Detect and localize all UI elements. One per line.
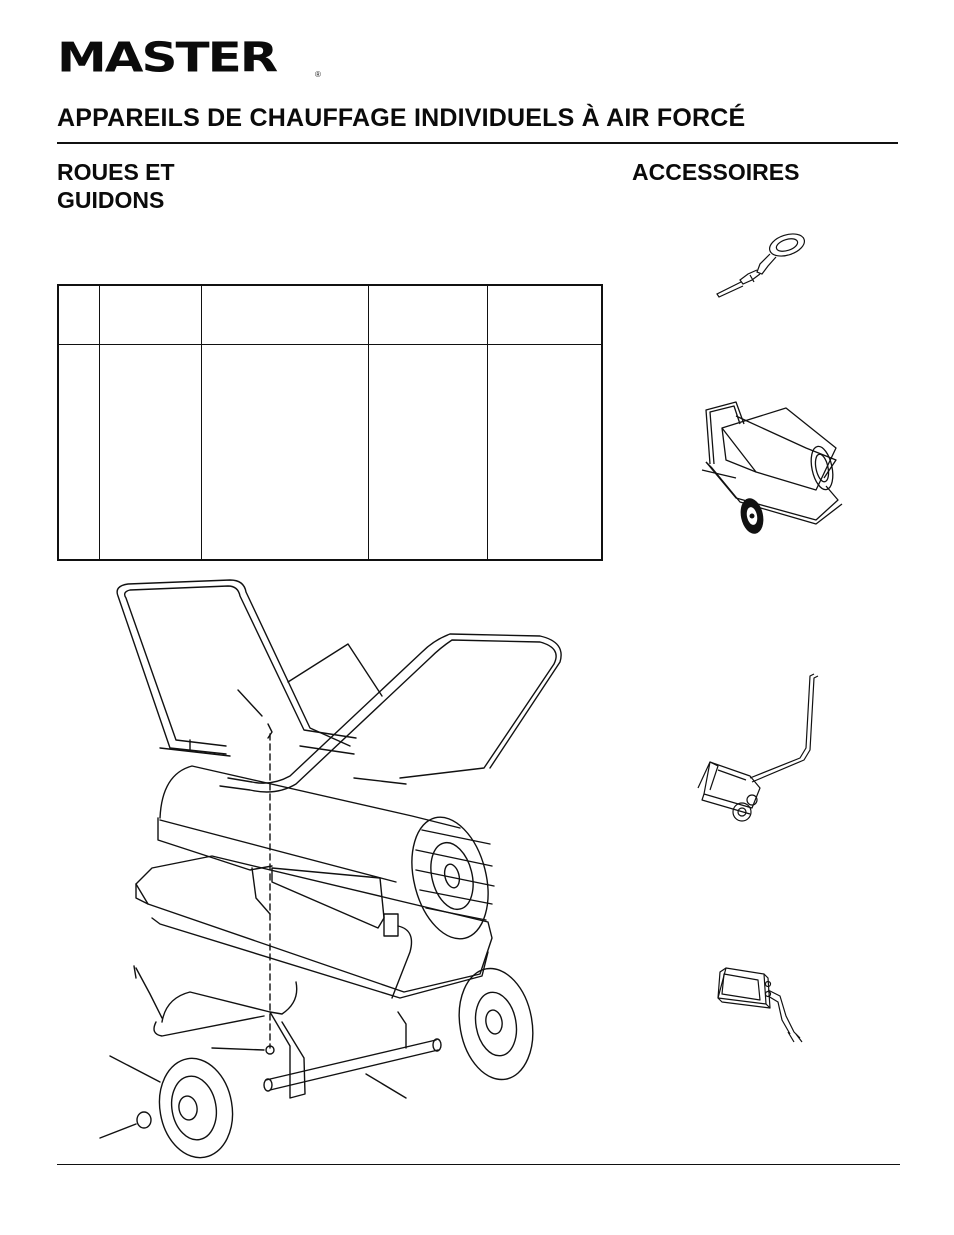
- thermostat-icon: [716, 233, 805, 298]
- title-divider: [57, 142, 898, 144]
- master-logo: MASTER ®: [57, 34, 327, 85]
- wheel-cart-icon: [697, 673, 819, 822]
- table-column-divider: [201, 286, 202, 559]
- page-title: APPAREILS DE CHAUFFAGE INDIVIDUELS À AIR…: [57, 104, 746, 132]
- table-column-divider: [487, 286, 488, 559]
- footer-divider: [57, 1164, 900, 1165]
- control-module-icon: [717, 967, 803, 1043]
- wheels-handles-heading: ROUES ET GUIDONS: [57, 159, 175, 213]
- parts-table: [57, 284, 603, 561]
- accessories-heading: ACCESSOIRES: [632, 159, 800, 185]
- registered-mark: ®: [315, 70, 321, 79]
- table-column-divider: [99, 286, 100, 559]
- heater-on-cart-icon: [701, 401, 843, 534]
- table-header-divider: [59, 344, 601, 345]
- wheel-handle-assembly-icon: [99, 579, 562, 1159]
- table-column-divider: [368, 286, 369, 559]
- logo-text: MASTER: [57, 34, 278, 82]
